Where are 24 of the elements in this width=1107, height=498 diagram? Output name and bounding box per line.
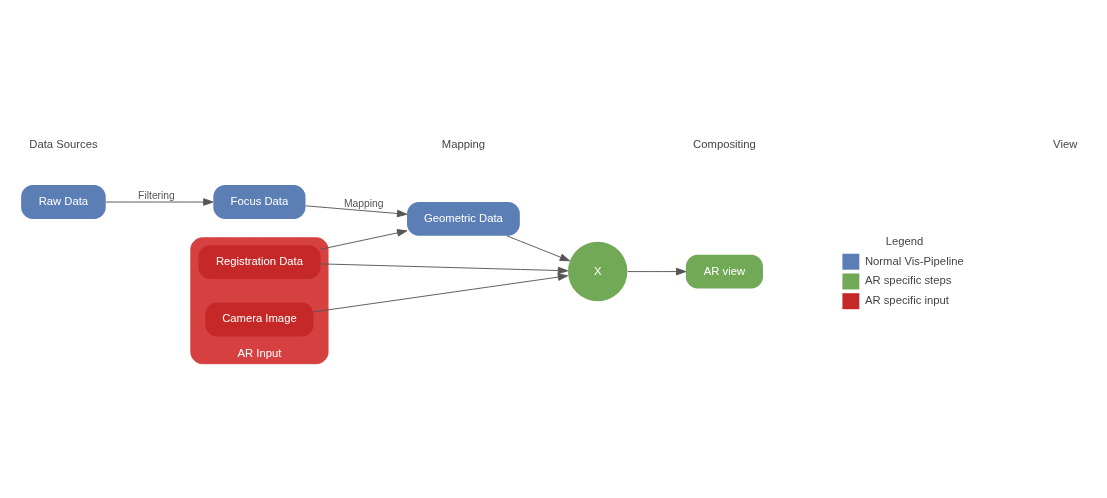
edge-label: Filtering	[138, 189, 175, 201]
node-box: Geometric Data	[407, 201, 520, 236]
legend-label: AR specific input	[864, 293, 949, 306]
arrow	[305, 204, 408, 217]
node-circle: X	[567, 241, 628, 301]
label: Compositing	[693, 137, 756, 150]
label: Legend	[885, 234, 924, 247]
legend-label: AR specific steps	[864, 273, 952, 286]
node-box: AR view	[685, 254, 763, 288]
node-box: Registration Data	[198, 244, 321, 279]
label: Data Sources	[29, 137, 98, 150]
legend-label: Normal Vis-Pipeline	[864, 254, 964, 267]
edge-label: Mapping	[343, 197, 384, 209]
label: View	[1053, 137, 1078, 150]
arrow	[506, 234, 571, 261]
arrow	[320, 228, 408, 250]
label: Mapping	[441, 137, 486, 150]
node-box: Focus Data	[213, 184, 306, 219]
arrow	[320, 262, 569, 274]
arrow	[313, 272, 569, 312]
node-box: Raw Data	[21, 184, 106, 219]
node-box: Camera Image	[205, 302, 314, 336]
arrow	[105, 197, 214, 206]
arrow	[627, 267, 687, 275]
